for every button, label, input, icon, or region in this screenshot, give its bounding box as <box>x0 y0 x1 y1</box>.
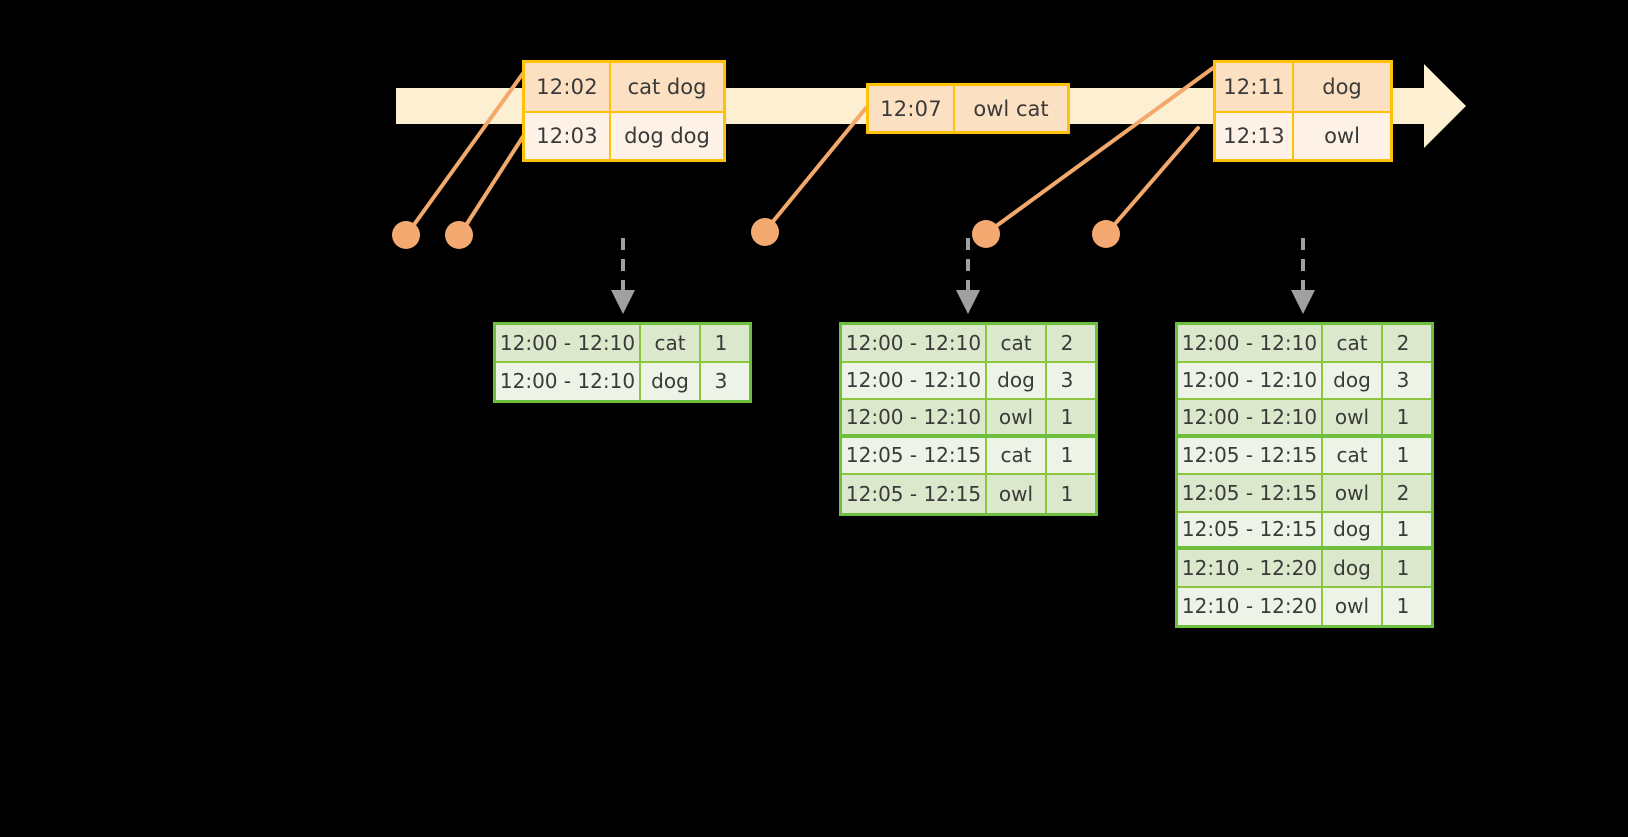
key-cell: cat <box>1323 437 1383 473</box>
window-cell: 12:10 - 12:20 <box>1178 550 1323 586</box>
window-cell: 12:10 - 12:20 <box>1178 587 1323 625</box>
count-cell: 1 <box>1060 443 1074 468</box>
count-cell: 1 <box>1396 594 1410 619</box>
connector-line-12-13 <box>1106 126 1200 234</box>
event-payload: dog <box>1322 74 1362 99</box>
count-cell: 3 <box>1060 368 1074 393</box>
emission-dots <box>392 218 1120 249</box>
key-cell: cat <box>1323 325 1383 361</box>
event-time: 12:03 <box>525 112 611 159</box>
key-cell: owl <box>1323 587 1383 625</box>
event-row[interactable]: 12:03 dog dog <box>525 110 723 159</box>
window-cell: 12:05 - 12:15 <box>1178 475 1323 511</box>
emit-arrows <box>611 238 1315 314</box>
window-cell: 12:00 - 12:10 <box>496 325 641 361</box>
dot-12-13 <box>1092 220 1120 248</box>
key-cell: dog <box>641 362 701 400</box>
count-cell: 2 <box>1396 480 1410 505</box>
count-cell: 1 <box>714 330 728 355</box>
key-cell: dog <box>987 362 1047 398</box>
key-cell: owl <box>987 475 1047 513</box>
event-payload: owl <box>1324 123 1360 148</box>
window-cell: 12:00 - 12:10 <box>842 325 987 361</box>
window-cell: 12:00 - 12:10 <box>496 362 641 400</box>
count-cell: 2 <box>1060 330 1074 355</box>
event-row[interactable]: 12:13 owl <box>1216 110 1390 159</box>
event-time: 12:11 <box>1216 63 1294 111</box>
key-cell: cat <box>987 325 1047 361</box>
window-cell: 12:05 - 12:15 <box>842 437 987 473</box>
dot-12-03 <box>445 221 473 249</box>
key-cell: owl <box>1323 475 1383 511</box>
event-time: 12:07 <box>869 86 955 131</box>
count-cell: 1 <box>1060 481 1074 506</box>
event-payload: owl cat <box>973 96 1049 121</box>
dot-12-02 <box>392 221 420 249</box>
event-row[interactable]: 12:07 owl cat <box>869 86 1067 131</box>
count-cell: 1 <box>1396 443 1410 468</box>
count-cell: 1 <box>1396 555 1410 580</box>
key-cell: owl <box>1323 400 1383 434</box>
dot-12-07 <box>751 218 779 246</box>
key-cell: dog <box>1323 550 1383 586</box>
event-time: 12:02 <box>525 63 611 111</box>
key-cell: owl <box>987 400 1047 434</box>
window-cell: 12:00 - 12:10 <box>842 400 987 434</box>
connector-line-12-03 <box>459 133 526 235</box>
window-cell: 12:05 - 12:15 <box>1178 437 1323 473</box>
key-cell: cat <box>987 437 1047 473</box>
window-cell: 12:00 - 12:10 <box>842 362 987 398</box>
connector-line-12-02 <box>406 70 526 235</box>
count-cell: 2 <box>1396 330 1410 355</box>
count-cell: 1 <box>1396 404 1410 429</box>
event-payload: dog dog <box>624 123 710 148</box>
key-cell: dog <box>1323 362 1383 398</box>
key-cell: cat <box>641 325 701 361</box>
window-cell: 12:05 - 12:15 <box>1178 512 1323 546</box>
count-cell: 3 <box>1396 368 1410 393</box>
count-cell: 1 <box>1396 517 1410 542</box>
event-row[interactable]: 12:11 dog <box>1216 63 1390 111</box>
event-payload: cat dog <box>627 74 707 99</box>
event-group-1[interactable]: 12:02 cat dog 12:03 dog dog <box>522 60 726 162</box>
connector-line-12-07 <box>764 106 868 232</box>
window-cell: 12:00 - 12:10 <box>1178 362 1323 398</box>
event-group-2[interactable]: 12:07 owl cat <box>866 83 1070 134</box>
key-cell: dog <box>1323 512 1383 546</box>
window-cell: 12:05 - 12:15 <box>842 475 987 513</box>
emit-arrow-2 <box>956 238 980 314</box>
count-cell: 3 <box>714 369 728 394</box>
emit-arrow-1 <box>611 238 635 314</box>
event-group-3[interactable]: 12:11 dog 12:13 owl <box>1213 60 1393 162</box>
event-time: 12:13 <box>1216 112 1294 159</box>
dot-12-11 <box>972 220 1000 248</box>
window-cell: 12:00 - 12:10 <box>1178 325 1323 361</box>
event-row[interactable]: 12:02 cat dog <box>525 63 723 111</box>
count-cell: 1 <box>1060 404 1074 429</box>
emit-arrow-3 <box>1291 238 1315 314</box>
window-cell: 12:00 - 12:10 <box>1178 400 1323 434</box>
